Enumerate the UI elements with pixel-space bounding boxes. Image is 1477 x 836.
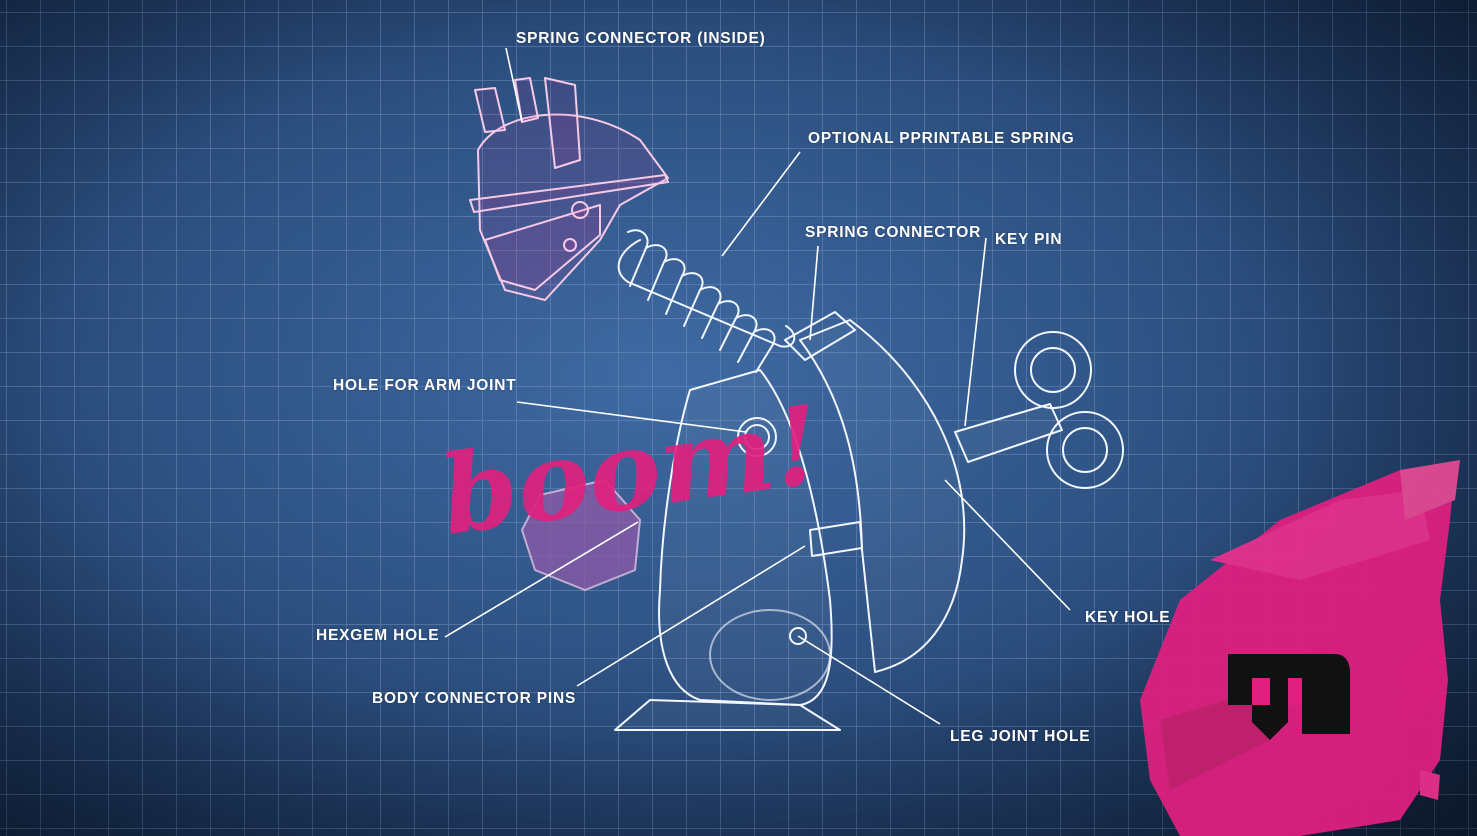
pink-brush-splash — [1140, 460, 1460, 836]
robot-head — [469, 77, 669, 301]
robot-body — [614, 311, 966, 731]
wind-up-key — [954, 331, 1124, 489]
hexgem — [520, 478, 642, 592]
m-logo-icon — [1228, 654, 1350, 740]
label-key-hole: KEY HOLE — [1085, 609, 1171, 626]
label-spring-connector: SPRING CONNECTOR — [805, 224, 982, 241]
label-body-connector-pins: BODY CONNECTOR PINS — [372, 690, 577, 707]
label-key-pin: KEY PIN — [995, 231, 1063, 248]
leader-lines — [444, 47, 1071, 725]
label-hexgem-hole: HEXGEM HOLE — [316, 627, 440, 644]
label-optional-printable-spring: OPTIONAL PPRINTABLE SPRING — [808, 130, 1075, 147]
label-hole-for-arm-joint: HOLE FOR ARM JOINT — [333, 377, 517, 394]
label-spring-connector-inside: SPRING CONNECTOR (INSIDE) — [516, 30, 766, 47]
label-leg-joint-hole: LEG JOINT HOLE — [950, 728, 1091, 745]
